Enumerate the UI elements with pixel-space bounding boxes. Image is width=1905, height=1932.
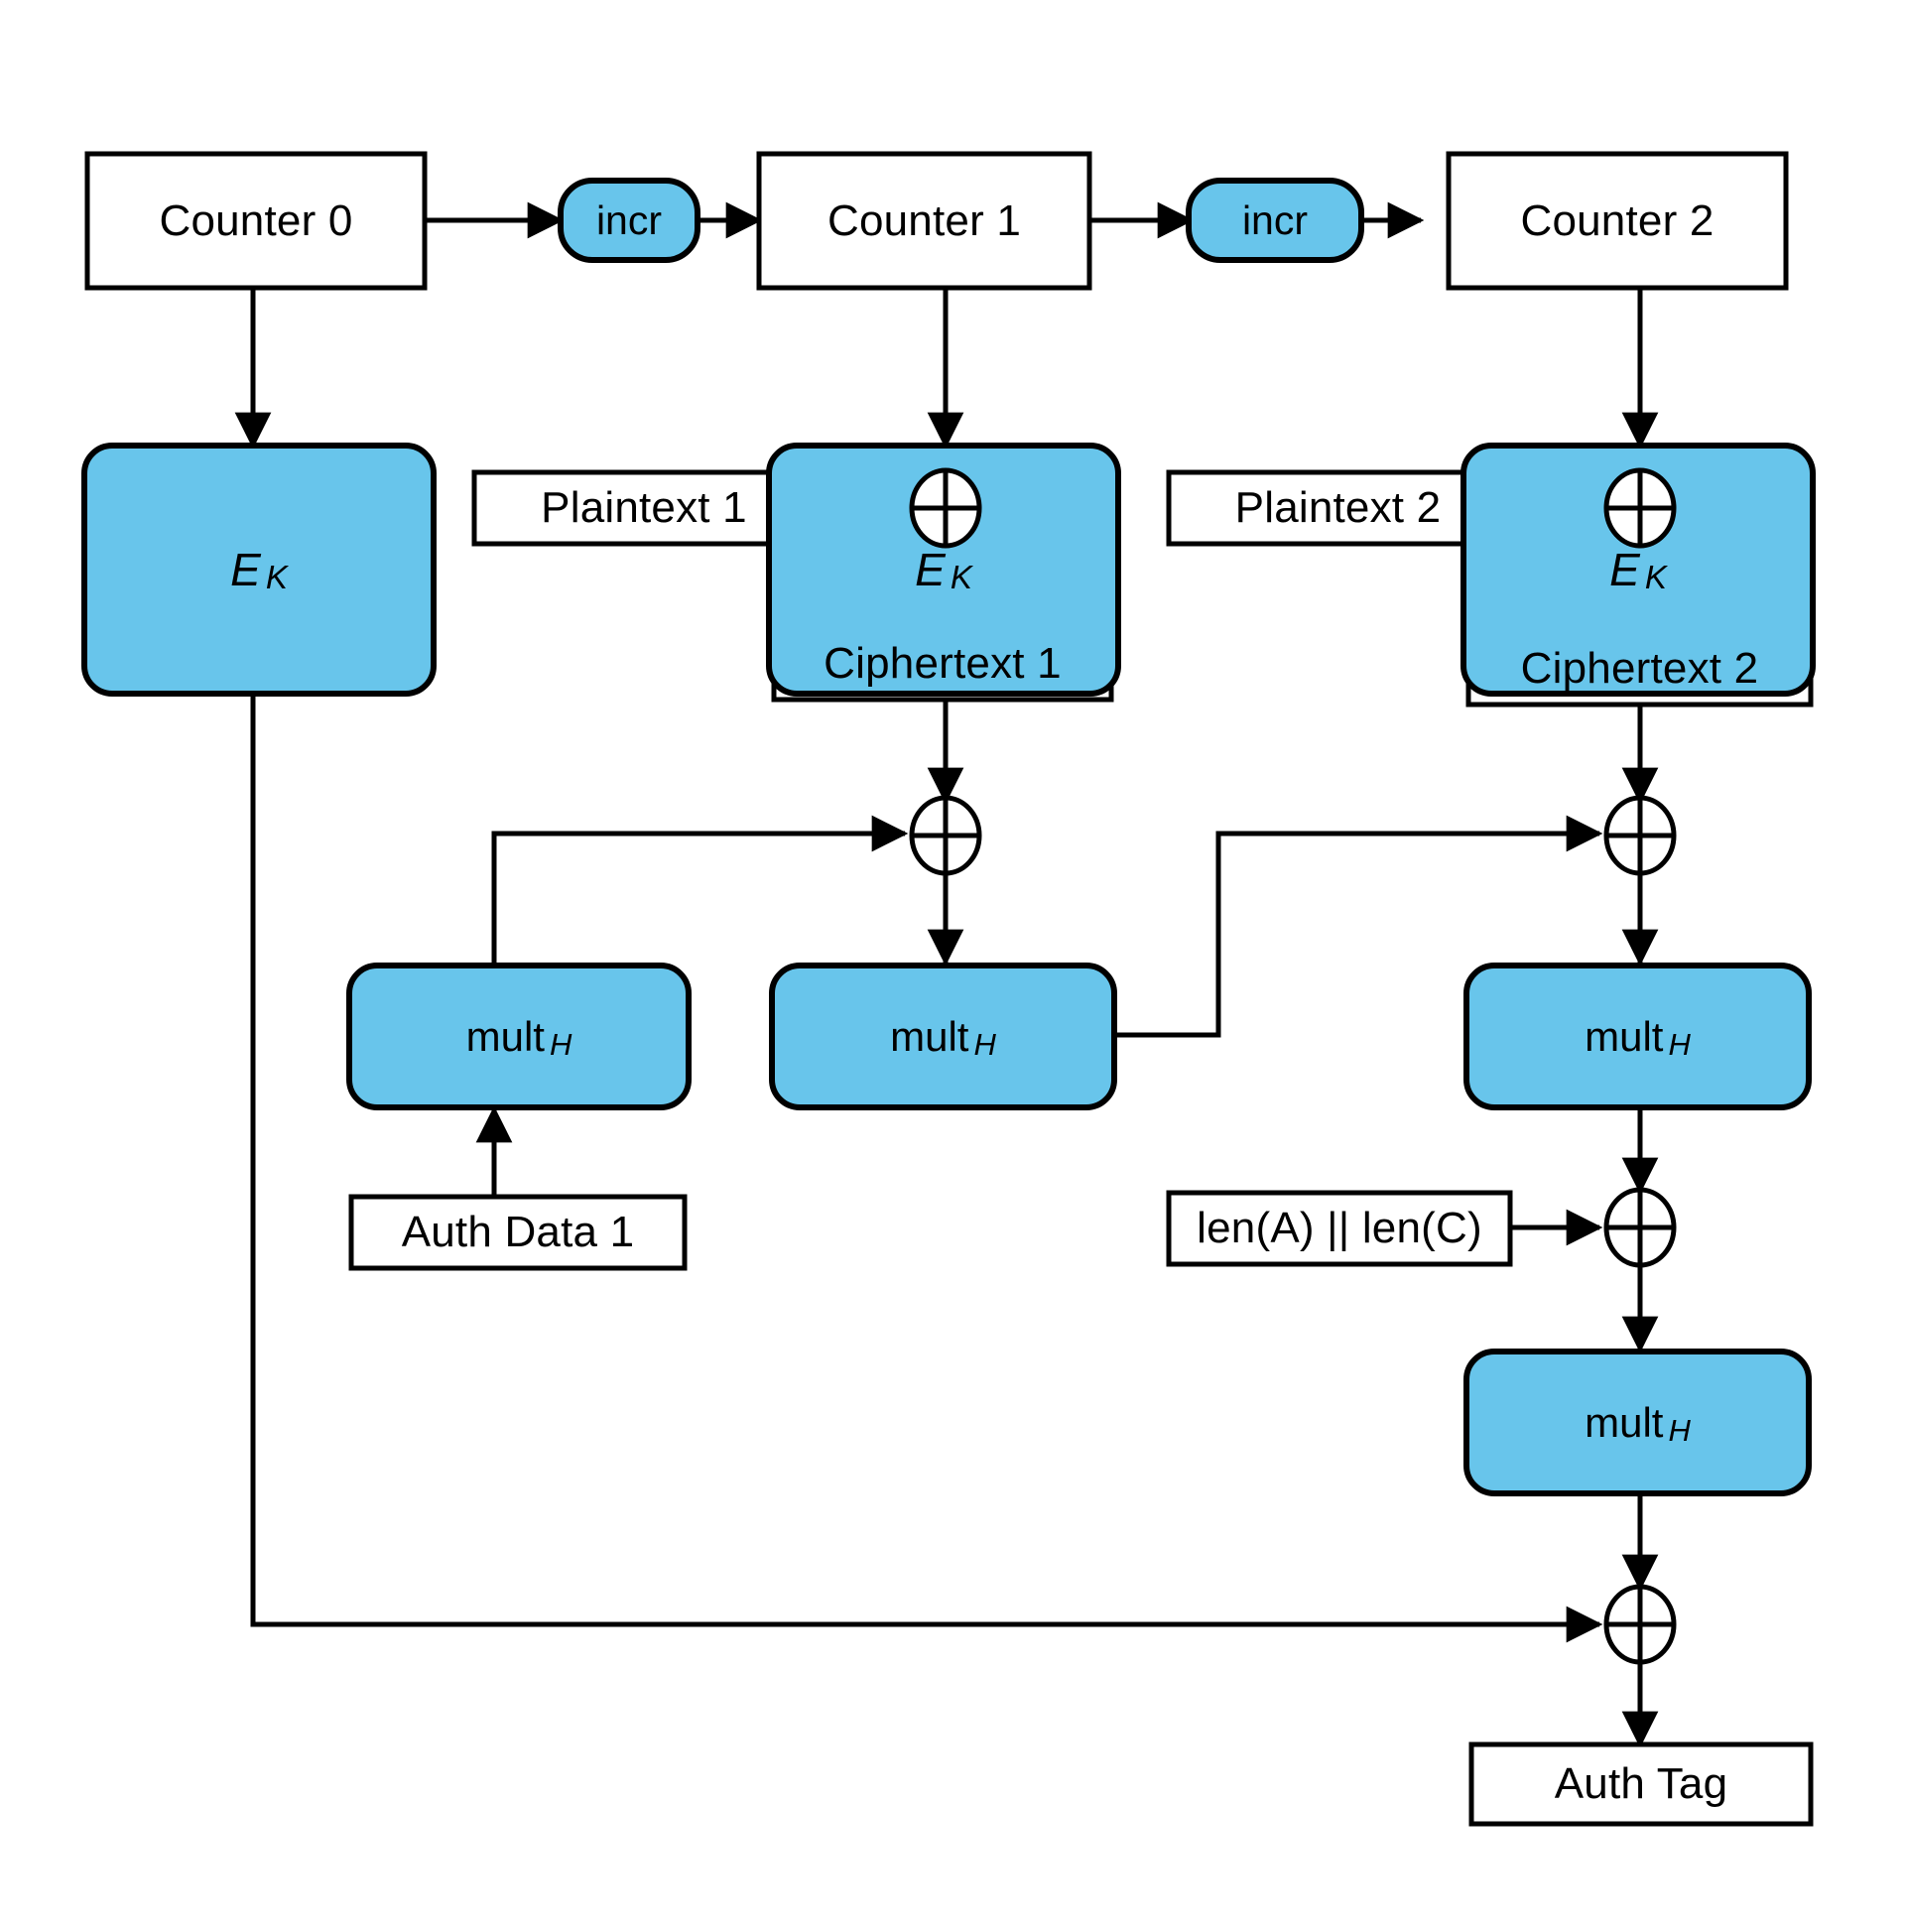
node-multh-a-shape (346, 963, 692, 1110)
node-lenalenc-shape (1166, 1190, 1513, 1267)
node-ek1-shape (766, 443, 1121, 697)
node-counter1-shape (756, 151, 1092, 291)
node-plaintext1-shape (471, 469, 817, 547)
node-plaintext2-shape (1166, 469, 1510, 547)
node-ek0-shape (81, 443, 437, 697)
node-authtag-shape (1468, 1741, 1814, 1827)
node-multh-1-shape (769, 963, 1117, 1110)
node-authdata1-shape (348, 1194, 688, 1271)
node-multh-len-shape (1463, 1349, 1812, 1496)
edge-multh1-xor-c2 (1116, 815, 1603, 1038)
node-incr1-shape (558, 178, 700, 263)
xor-circle-p2 (1603, 467, 1677, 549)
node-multh-2-shape (1463, 963, 1812, 1110)
node-ek2-shape (1460, 443, 1816, 697)
node-counter0-shape (84, 151, 428, 291)
xor-circle-tag (1603, 1584, 1677, 1665)
node-counter2-shape (1446, 151, 1789, 291)
xor-circle-c1 (909, 795, 982, 876)
xor-circle-c2 (1603, 795, 1677, 876)
blue-node-layer (81, 178, 1816, 1496)
node-incr2-shape (1186, 178, 1364, 263)
edge-multh-a-xor-c1 (491, 815, 909, 967)
edge-ek0-xor-tag (250, 695, 1603, 1643)
xor-circle-len (1603, 1187, 1677, 1268)
xor-layer (909, 467, 1677, 1665)
xor-circle-p1 (909, 467, 982, 549)
